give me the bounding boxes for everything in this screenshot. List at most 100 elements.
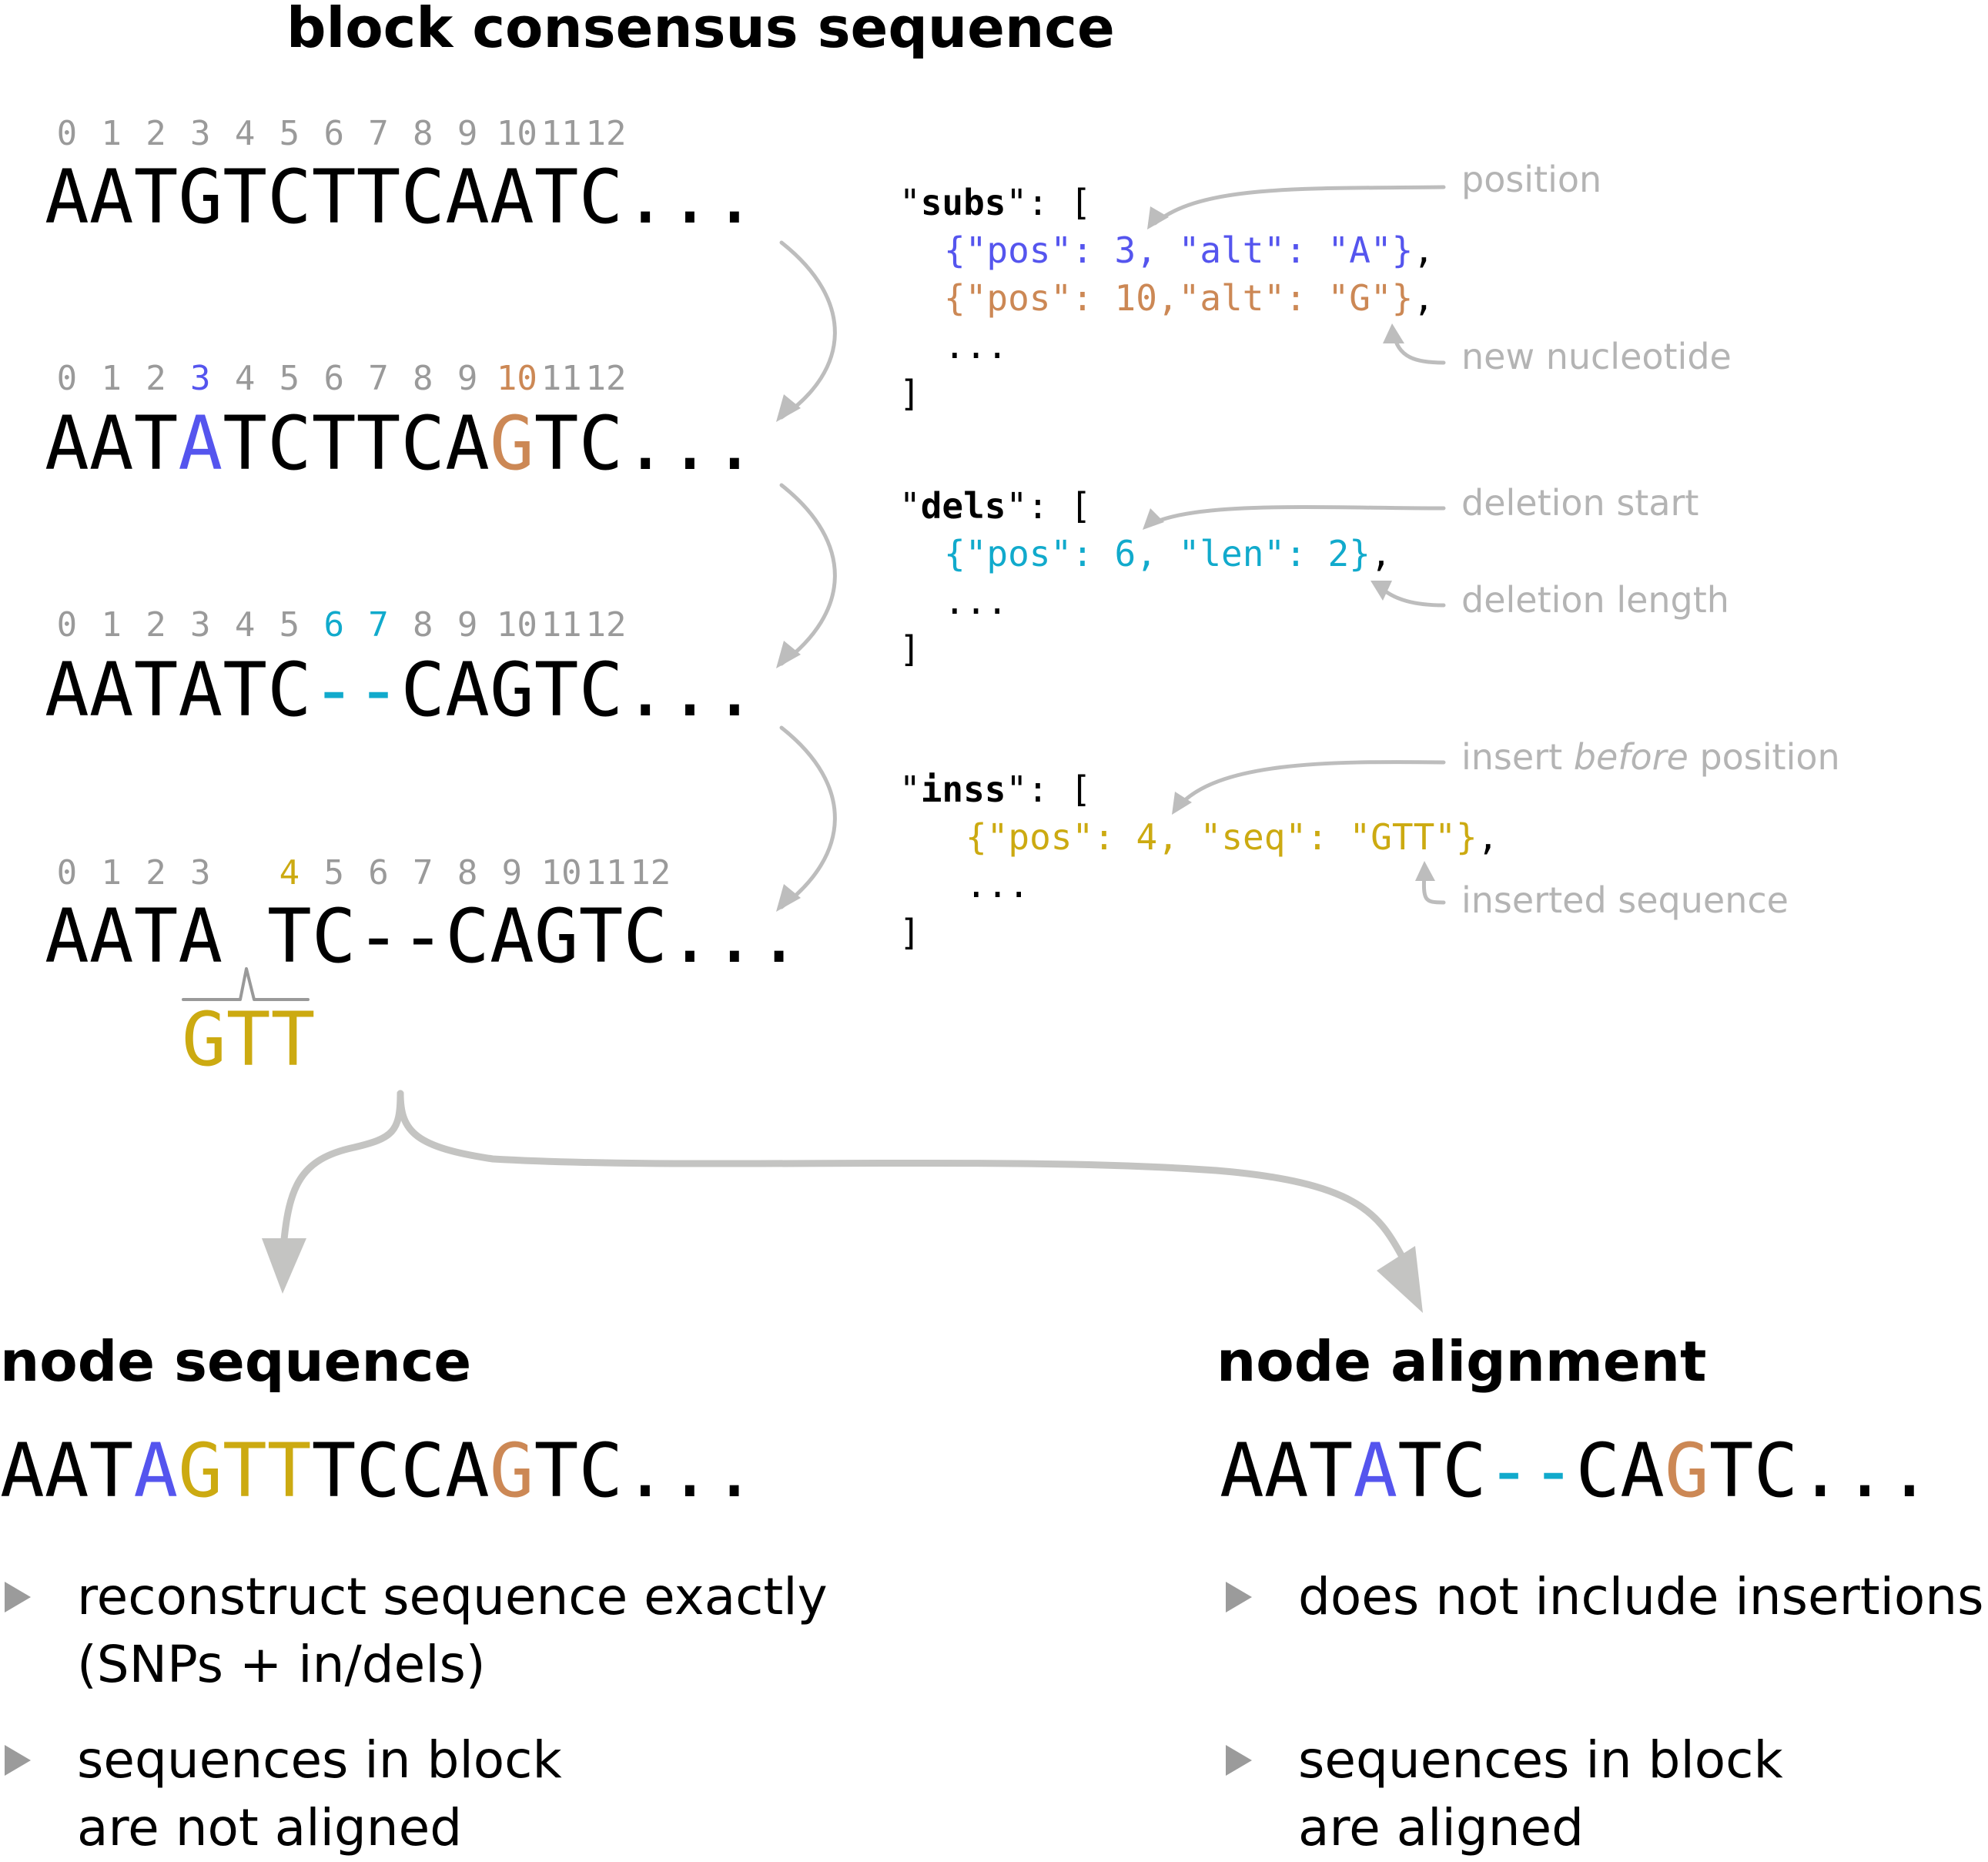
seq-part: AAT <box>1220 1428 1354 1514</box>
seq-part: TCCA <box>311 1428 490 1514</box>
inserted-row-sequence: AATA TC--CAGTC... <box>45 899 802 973</box>
index-label: 1 <box>101 114 122 153</box>
index-label: 9 <box>457 359 478 398</box>
index-label: 8 <box>413 359 433 398</box>
diagram-title: block consensus sequence <box>286 0 1115 60</box>
brace-arrow-right <box>397 1090 1405 1259</box>
index-label: 0 <box>56 853 78 892</box>
seq-part: CA <box>1575 1428 1665 1514</box>
inss-ellipsis: ... <box>966 864 1030 906</box>
seq-part: TC--CAGTC... <box>266 893 802 980</box>
seq-part: TC... <box>534 1428 757 1514</box>
annotation-inserted-sequence: inserted sequence <box>1461 879 1789 921</box>
index-label: 9 <box>457 605 478 645</box>
node-sequence-bullet-1: reconstruct sequence exactly (SNPs + in/… <box>77 1567 828 1694</box>
index-label: 8 <box>413 605 433 645</box>
inss-item-1: {"pos": 4, "seq": "GTT"}, <box>966 816 1499 858</box>
index-label: 2 <box>146 359 166 398</box>
substitution-g: G <box>489 1428 534 1514</box>
transition-arrowhead-1 <box>776 394 801 422</box>
annotation-arrowhead-position <box>1147 206 1169 229</box>
annotation-deletion-length: deletion length <box>1461 579 1729 621</box>
annotation-new-nucleotide: new nucleotide <box>1461 336 1732 377</box>
annotation-emphasis: before <box>1573 736 1688 778</box>
subs-key: subs <box>920 182 1006 223</box>
seq-part: TC... <box>534 400 757 487</box>
annotation-arrowhead-inserted-sequence <box>1415 861 1435 881</box>
insertion-bracket <box>182 967 310 1001</box>
deletion-gap: -- <box>311 647 401 733</box>
node-alignment-title: node alignment <box>1217 1329 1707 1394</box>
annotation-deletion-start: deletion start <box>1461 482 1699 524</box>
index-label: 1 <box>101 359 122 398</box>
index-label: 2 <box>146 114 166 153</box>
bullet-triangle-icon <box>1226 1582 1252 1613</box>
index-label: 7 <box>368 359 389 398</box>
dels-header: "dels": [ <box>899 485 1092 527</box>
index-label: 1 <box>101 605 122 645</box>
annotation-arrowhead-deletion-length <box>1371 581 1392 601</box>
seq-part: TC... <box>1709 1428 1932 1514</box>
substitution-g: G <box>489 400 534 487</box>
index-label: 2 <box>146 605 166 645</box>
index-label: 0 <box>56 605 78 645</box>
dels-ellipsis: ... <box>944 581 1009 622</box>
index-label: 7 <box>368 605 389 645</box>
node-sequence-bullet-2: sequences in block are not aligned <box>77 1730 562 1857</box>
seq-part: TCTTCA <box>223 400 490 487</box>
dels-item-1-text: {"pos": 6, "len": 2} <box>944 533 1371 574</box>
node-sequence: AATAGTTTCCAGTC... <box>0 1434 757 1508</box>
index-label: 5 <box>279 605 300 645</box>
annotation-position: position <box>1461 159 1602 200</box>
subs-item-2: {"pos": 10,"alt": "G"}, <box>944 277 1434 319</box>
subs-item-1: {"pos": 3, "alt": "A"}, <box>944 229 1434 271</box>
seq-part: AATA <box>45 893 267 980</box>
annotation-text: insert <box>1461 736 1574 778</box>
annotation-arrow-insert-before <box>1176 760 1446 809</box>
index-label: 0 <box>56 359 78 398</box>
index-label: 7 <box>368 114 389 153</box>
substitution-a: A <box>1353 1428 1398 1514</box>
index-label: 9 <box>501 853 523 892</box>
annotation-arrowhead-deletion-start <box>1143 508 1164 530</box>
index-label: 7 <box>413 853 433 892</box>
seq-part: CAGTC... <box>400 647 757 733</box>
substitution-a: A <box>178 400 223 487</box>
seq-part: AAT <box>0 1428 134 1514</box>
annotation-arrow-position <box>1153 185 1446 226</box>
node-alignment: AATATC--CAGTC... <box>1220 1434 1932 1508</box>
bullet-triangle-icon <box>5 1582 31 1613</box>
transition-arrow-1 <box>779 240 837 420</box>
deletion-gap: -- <box>1486 1428 1576 1514</box>
transition-arrowhead-2 <box>776 641 801 668</box>
index-label: 3 <box>190 114 211 153</box>
transition-arrowhead-3 <box>776 884 801 912</box>
node-alignment-bullet-2: sequences in block are aligned <box>1298 1730 1783 1857</box>
insertion-sequence: GTT <box>182 996 316 1083</box>
index-label: 6 <box>323 359 344 398</box>
index-label: 5 <box>279 114 300 153</box>
brace-arrowhead-right <box>1377 1246 1423 1313</box>
substitution-g: G <box>1664 1428 1709 1514</box>
node-sequence-title: node sequence <box>0 1329 472 1394</box>
insertion: GTT <box>178 1428 312 1514</box>
index-label: 5 <box>279 359 300 398</box>
index-label: 9 <box>457 114 478 153</box>
index-label: 3 <box>190 605 211 645</box>
substituted-sequence: AATATCTTCAGTC... <box>45 407 757 481</box>
index-label: 8 <box>457 853 478 892</box>
inss-key: inss <box>920 769 1006 810</box>
annotation-insert-before-position: insert before position <box>1461 739 1840 775</box>
annotation-arrow-new-nucleotide <box>1391 330 1446 365</box>
index-label: 0 <box>56 114 78 153</box>
seq-part: AAT <box>45 400 179 487</box>
transition-arrow-3 <box>779 725 837 909</box>
substitution-a: A <box>133 1428 179 1514</box>
index-label: 4 <box>234 605 256 645</box>
index-label: 5 <box>323 853 344 892</box>
subs-close: ] <box>899 373 921 414</box>
index-label: 3 <box>190 853 211 892</box>
inss-item-1-text: {"pos": 4, "seq": "GTT"} <box>966 816 1478 858</box>
